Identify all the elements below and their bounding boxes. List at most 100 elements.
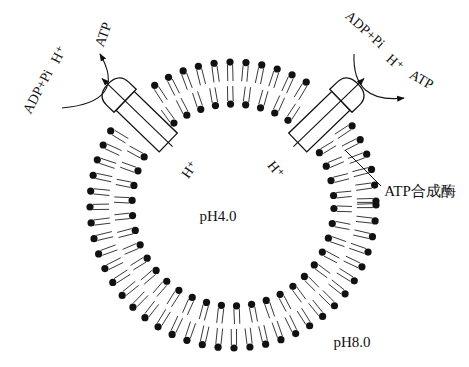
phospholipid xyxy=(88,218,111,227)
lipid-head xyxy=(94,156,101,163)
lipid-tail xyxy=(94,189,110,191)
phospholipid xyxy=(109,270,130,286)
lipid-tail xyxy=(94,223,110,225)
lipid-tail xyxy=(287,104,295,117)
phospholipid xyxy=(214,328,222,351)
lipid-tail xyxy=(101,245,116,251)
lipid-tail xyxy=(93,204,109,205)
lipid-tail xyxy=(114,196,129,198)
phospholipid xyxy=(217,302,225,324)
lipid-head xyxy=(325,235,332,242)
phospholipid xyxy=(199,326,209,349)
lipid-head xyxy=(288,71,295,78)
lipid-head xyxy=(183,112,190,119)
lipid-head xyxy=(311,261,318,268)
lipid-tail xyxy=(217,66,219,82)
phospholipid xyxy=(311,261,331,277)
lipid-tail xyxy=(353,235,369,238)
phospholipid xyxy=(169,316,183,338)
lipid-head xyxy=(109,279,116,286)
lipid-bilayer xyxy=(86,58,379,351)
lipid-tail xyxy=(259,326,263,342)
phospholipid xyxy=(117,227,139,238)
lipid-tail xyxy=(315,269,327,278)
lipid-tail xyxy=(232,65,233,81)
lipid-tail xyxy=(354,230,370,234)
phospholipid xyxy=(330,191,352,199)
lipid-tail xyxy=(269,71,274,86)
lipid-tail xyxy=(109,262,123,269)
lipid-tail xyxy=(231,329,232,345)
phospholipid xyxy=(242,87,250,109)
lipid-tail xyxy=(274,73,279,88)
leader-line xyxy=(345,150,381,186)
lipid-head xyxy=(257,104,264,111)
phospholipid xyxy=(329,280,349,297)
phospholipid xyxy=(141,301,158,321)
phospholipid xyxy=(297,308,313,329)
phospholipid xyxy=(348,151,370,164)
lipid-tail xyxy=(305,280,316,291)
chemical-label: ATP xyxy=(92,21,115,50)
lipid-tail xyxy=(292,107,300,120)
lipid-tail xyxy=(355,183,371,185)
chemical-label: H⁺ xyxy=(48,44,70,67)
component-label: ATP合成酶 xyxy=(384,183,456,200)
phospholipid xyxy=(233,302,240,324)
lipid-head xyxy=(341,290,348,297)
lipid-tail xyxy=(185,322,190,337)
lipid-tail xyxy=(346,256,360,263)
lipid-tail xyxy=(168,81,175,95)
phospholipid xyxy=(284,104,300,124)
lipid-tail xyxy=(264,325,268,341)
lipid-tail xyxy=(297,311,306,324)
lipid-head xyxy=(357,136,364,143)
phospholipid xyxy=(356,216,379,224)
lipid-head xyxy=(119,292,126,299)
lipid-tail xyxy=(255,67,258,83)
lipid-head xyxy=(369,233,376,240)
lipid-tail xyxy=(285,318,292,332)
lipid-head xyxy=(262,341,269,348)
lipid-tail xyxy=(337,205,352,207)
phospholipid xyxy=(95,245,117,258)
lipid-tail xyxy=(272,323,277,338)
phospholipid xyxy=(227,86,234,108)
lipid-head xyxy=(151,82,158,89)
lipid-head xyxy=(368,166,375,173)
lipid-tail xyxy=(187,301,193,315)
lipid-tail xyxy=(181,98,188,111)
phospholipid xyxy=(285,315,299,337)
lipid-tail xyxy=(250,328,252,344)
lipid-tail xyxy=(122,162,136,167)
lipid-head xyxy=(86,203,93,210)
lipid-tail xyxy=(205,327,208,343)
phospholipid xyxy=(289,283,305,303)
lipid-head xyxy=(271,109,278,116)
phospholipid xyxy=(94,156,116,168)
phospholipid xyxy=(242,59,250,82)
lipid-tail xyxy=(197,70,201,86)
lipid-head xyxy=(129,212,136,219)
lipid-head xyxy=(319,249,326,256)
lipid-tail xyxy=(171,316,178,331)
lipid-head xyxy=(349,122,356,129)
lipid-tail xyxy=(193,93,198,107)
phospholipid xyxy=(87,187,110,195)
lipid-tail xyxy=(157,309,165,323)
phospholipid xyxy=(255,61,265,84)
phospholipid xyxy=(330,205,352,212)
lipid-tail xyxy=(259,90,263,104)
lipid-tail xyxy=(123,243,137,249)
ph-label: pH8.0 xyxy=(333,334,370,351)
lipid-tail xyxy=(357,203,373,205)
lipid-head xyxy=(183,337,190,344)
phospholipid xyxy=(86,203,109,210)
phospholipid xyxy=(282,71,296,93)
lipid-head xyxy=(175,287,182,294)
phospholipid xyxy=(319,249,340,263)
phospholipid xyxy=(116,179,138,189)
lipid-tail xyxy=(344,261,358,268)
lipid-tail xyxy=(97,173,113,176)
